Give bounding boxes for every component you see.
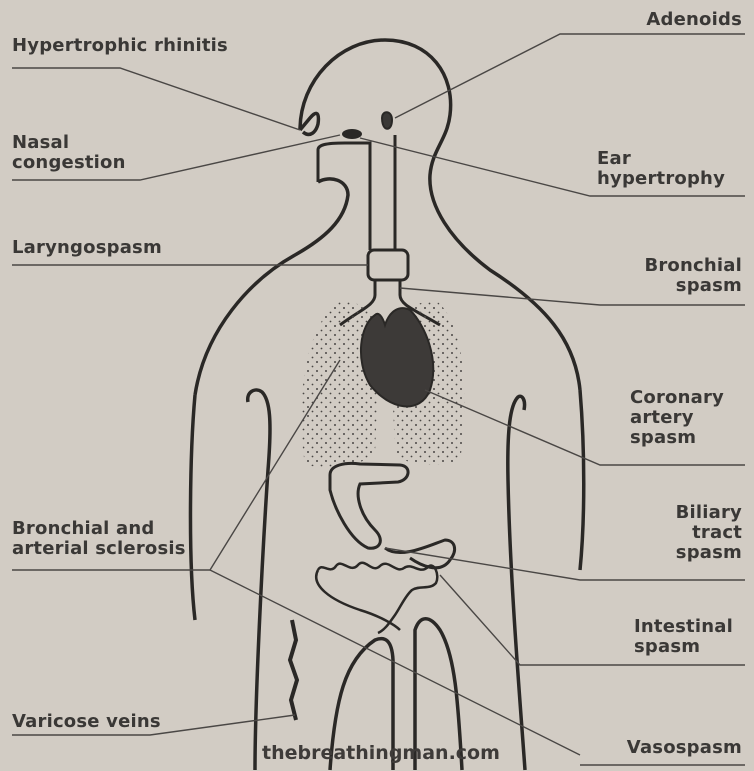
- label-intestinal-spasm: Intestinal spasm: [634, 617, 733, 657]
- label-coronary-artery-spasm: Coronary artery spasm: [630, 388, 724, 448]
- left-arm: [190, 395, 195, 620]
- label-bronchial-arterial-sclerosis: Bronchial and arterial sclerosis: [12, 519, 186, 559]
- watermark: thebreathingman.com: [262, 742, 500, 764]
- label-nasal-congestion: Nasal congestion: [12, 133, 126, 173]
- label-adenoids: Adenoids: [646, 10, 742, 30]
- leader-arterial-sclerosis: [210, 570, 580, 755]
- stomach-shape: [330, 463, 408, 548]
- right-arm: [580, 390, 584, 570]
- leader-adenoids: [395, 34, 745, 118]
- label-bronchial-spasm: Bronchial spasm: [644, 256, 742, 296]
- ear-shape: [342, 129, 362, 139]
- label-ear-hypertrophy: Ear hypertrophy: [597, 149, 725, 189]
- leader-hypertrophic-rhinitis: [12, 68, 300, 130]
- nose-outline: [300, 113, 318, 134]
- label-varicose-veins: Varicose veins: [12, 712, 161, 732]
- adenoid-shape: [382, 112, 392, 129]
- label-laryngospasm: Laryngospasm: [12, 238, 162, 258]
- intestine-lower: [316, 570, 400, 630]
- label-hypertrophic-rhinitis: Hypertrophic rhinitis: [12, 36, 228, 56]
- left-torso: [248, 390, 270, 770]
- larynx-shape: [368, 250, 408, 280]
- varicose-vein-mark: [290, 620, 297, 720]
- right-torso: [508, 396, 525, 770]
- label-vasospasm: Vasospasm: [627, 738, 742, 758]
- label-biliary-tract-spasm: Biliary tract spasm: [676, 503, 742, 563]
